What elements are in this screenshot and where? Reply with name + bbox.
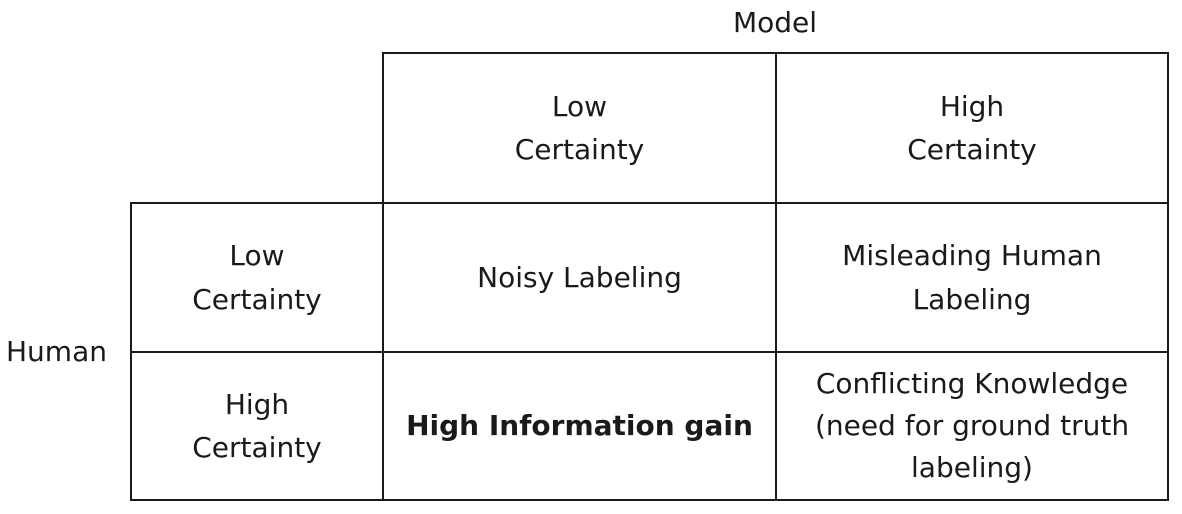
column-header-high-certainty: High Certainty (775, 52, 1169, 204)
human-axis-label: Human (6, 335, 107, 368)
cell-misleading-human-labeling: Misleading Human Labeling (775, 202, 1169, 353)
column-header-low-certainty: Low Certainty (382, 52, 777, 204)
model-axis-label: Model (732, 6, 818, 39)
cell-conflicting-knowledge: Conflicting Knowledge (need for ground t… (775, 351, 1169, 501)
row-header-low-certainty: Low Certainty (130, 202, 384, 353)
row-header-high-certainty: High Certainty (130, 351, 384, 501)
cell-high-information-gain: High Information gain (382, 351, 777, 501)
cell-noisy-labeling: Noisy Labeling (382, 202, 777, 353)
